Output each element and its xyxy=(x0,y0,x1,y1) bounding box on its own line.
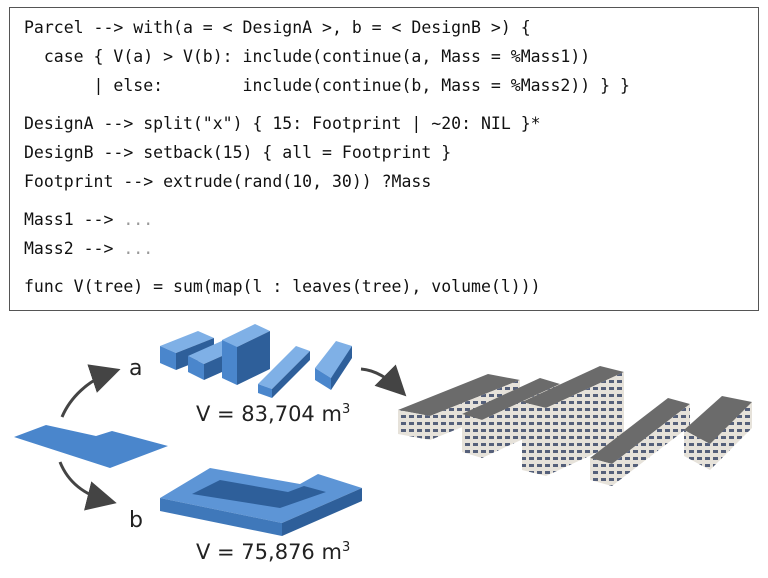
volume-b-text: V = 75,876 m xyxy=(196,540,342,564)
code-line-8: Mass2 --> ... xyxy=(24,239,153,259)
code-line-1: Parcel --> with(a = < DesignA >, b = < D… xyxy=(24,18,531,37)
volume-b-exponent: 3 xyxy=(341,540,351,555)
arrow-to-b xyxy=(58,461,117,511)
volume-a-text: V = 83,704 m xyxy=(196,402,342,426)
code-line-2: case { V(a) > V(b): include(continue(a, … xyxy=(24,47,591,66)
code-line-5: DesignB --> setback(15) { all = Footprin… xyxy=(24,143,452,162)
code-line-4: DesignA --> split("x") { 15: Footprint |… xyxy=(24,114,541,133)
arrow-to-render xyxy=(360,364,407,397)
volume-b-label: V = 75,876 m3 xyxy=(196,540,350,564)
parcel-footprint xyxy=(14,425,168,468)
code-line-8-text: Mass2 --> xyxy=(24,239,124,258)
code-line-7-text: Mass1 --> xyxy=(24,210,124,229)
arrow-to-a xyxy=(60,364,121,418)
design-a-masses xyxy=(160,324,352,398)
ellipsis-2: ... xyxy=(123,239,154,258)
rendered-buildings xyxy=(398,366,752,486)
code-line-7: Mass1 --> ... xyxy=(24,210,153,230)
branch-a-label: a xyxy=(129,356,143,381)
ellipsis-1: ... xyxy=(123,210,154,229)
branch-b-label: b xyxy=(129,508,143,533)
volume-a-exponent: 3 xyxy=(341,402,351,417)
code-line-3: | else: include(continue(b, Mass = %Mass… xyxy=(24,76,630,95)
design-b-mass xyxy=(160,468,362,536)
volume-a-label: V = 83,704 m3 xyxy=(196,402,350,426)
code-line-9: func V(tree) = sum(map(l : leaves(tree),… xyxy=(24,277,541,296)
code-line-6: Footprint --> extrude(rand(10, 30)) ?Mas… xyxy=(24,172,432,191)
code-panel: Parcel --> with(a = < DesignA >, b = < D… xyxy=(9,7,759,311)
